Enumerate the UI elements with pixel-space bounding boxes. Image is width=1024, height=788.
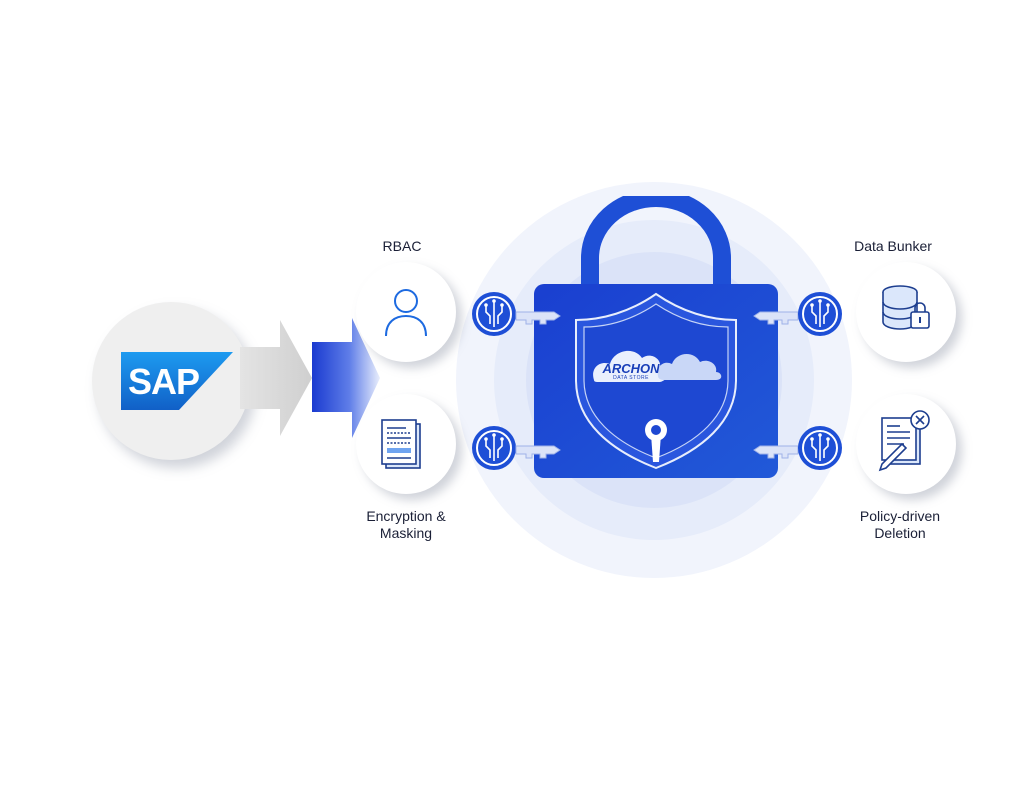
lock-brand-logo: ARCHON DATA STORE xyxy=(596,362,666,381)
data-bunker-label: Data Bunker xyxy=(836,238,950,255)
sap-logo-text: SAP xyxy=(128,361,199,402)
flow-arrow-grey xyxy=(240,320,312,436)
encryption-label-line1: Encryption & xyxy=(366,508,446,524)
policy-deletion-label: Policy-driven Deletion xyxy=(840,508,960,542)
database-lock-icon xyxy=(882,285,930,330)
sap-logo: SAP xyxy=(121,352,233,410)
rbac-label: RBAC xyxy=(356,238,448,255)
document-icon xyxy=(381,419,421,469)
rbac-label-text: RBAC xyxy=(382,238,422,254)
user-icon xyxy=(385,289,427,337)
policy-deletion-label-line2: Deletion xyxy=(874,525,926,541)
circuit-key-icon-bottom-left xyxy=(472,426,561,470)
circuit-key-icon-top-right xyxy=(753,292,842,336)
lock-brand-text: ARCHON xyxy=(602,361,660,376)
data-bunker-label-text: Data Bunker xyxy=(854,238,932,254)
document-delete-icon xyxy=(878,410,930,472)
policy-deletion-label-line1: Policy-driven xyxy=(859,508,941,524)
encryption-label-line2: Masking xyxy=(379,525,433,541)
flow-arrow-blue xyxy=(312,318,380,438)
lock-brand-subtext: DATA STORE xyxy=(613,375,649,381)
encryption-label: Encryption & Masking xyxy=(346,508,466,542)
circuit-key-icon-top-left xyxy=(472,292,561,336)
circuit-key-icon-bottom-right xyxy=(753,426,842,470)
padlock-graphic xyxy=(534,196,778,478)
